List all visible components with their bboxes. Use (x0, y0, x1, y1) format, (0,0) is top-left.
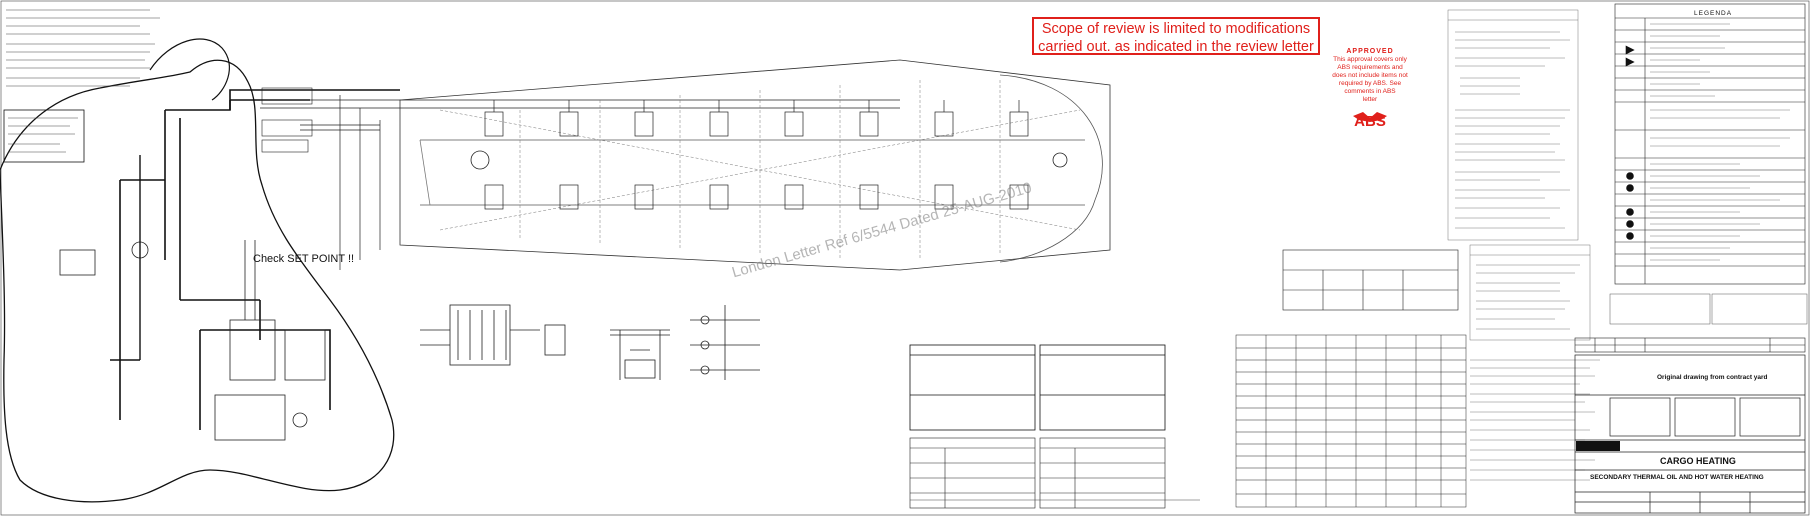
tank-section-detail (610, 329, 670, 380)
review-scope-line-1: Scope of review is limited to modificati… (1041, 21, 1311, 37)
surface-table-small (1282, 249, 1459, 311)
equipment-box-c (214, 394, 286, 441)
equipment-data-box-2 (1039, 344, 1166, 431)
legend-lines (1650, 23, 1790, 261)
equipment-box-d (59, 249, 96, 276)
materials-column-2 (1469, 244, 1591, 341)
heating-coils (484, 100, 1029, 210)
title-block (1574, 354, 1806, 514)
hull-plan (399, 59, 1111, 271)
abs-logo-icon: ABS (1351, 110, 1389, 138)
left-notes-block (6, 9, 160, 87)
drawing-title: CARGO HEATING (1660, 456, 1736, 466)
tank-valve-a (470, 150, 490, 170)
abs-logo-text: ABS (1354, 113, 1386, 130)
tank-divisions (439, 80, 1081, 258)
review-cloud-upper (149, 38, 231, 101)
review-cloud (0, 59, 395, 503)
header-lines (260, 95, 900, 270)
surface-table-large (1235, 334, 1467, 508)
original-drawing-note: Original drawing from contract yard (1657, 374, 1768, 381)
coil-detail (420, 304, 566, 366)
materials-column-3 (1470, 359, 1600, 481)
stamp-line-2: ABS requirements and (1337, 64, 1403, 71)
abs-approval-stamp: APPROVED This approval covers only ABS r… (1325, 48, 1415, 148)
tank-valve-b (1052, 152, 1068, 168)
legend-heading: LEGENDA (1694, 10, 1733, 17)
drawing-subtitle: SECONDARY THERMAL OIL AND HOT WATER HEAT… (1590, 474, 1764, 481)
setpoint-note: Check SET POINT !! (253, 253, 355, 265)
stamp-line-3: does not include items not (1332, 72, 1408, 79)
equipment-data-box-1 (909, 344, 1036, 431)
left-spec-box (3, 109, 85, 163)
notes-box-row (1609, 293, 1808, 325)
abs-eagle-icon (1353, 112, 1387, 122)
title-block-logo (1576, 441, 1620, 451)
pump-symbol-b (292, 412, 308, 428)
stamp-line-4: required by ABS. See (1338, 80, 1402, 87)
equipment-box-a (229, 319, 276, 381)
valve-detail (690, 305, 760, 380)
review-scope-line-2: carried out. as indicated in the review … (1038, 39, 1314, 55)
materials-column-1 (1447, 9, 1579, 241)
revision-table (1574, 337, 1806, 353)
left-piping (119, 89, 400, 430)
legend-symbols (1625, 45, 1635, 240)
stamp-title: APPROVED (1346, 48, 1394, 55)
equipment-list-2 (1039, 437, 1166, 509)
stamp-line-1: This approval covers only (1333, 56, 1407, 63)
review-scope-banner: Scope of review is limited to modificati… (1032, 17, 1320, 55)
legend-box (1614, 3, 1806, 285)
equipment-list-1 (909, 437, 1036, 509)
stamp-line-6: letter (1362, 96, 1378, 103)
equipment-box-b (284, 329, 326, 381)
stamp-line-5: comments in ABS (1344, 88, 1396, 95)
